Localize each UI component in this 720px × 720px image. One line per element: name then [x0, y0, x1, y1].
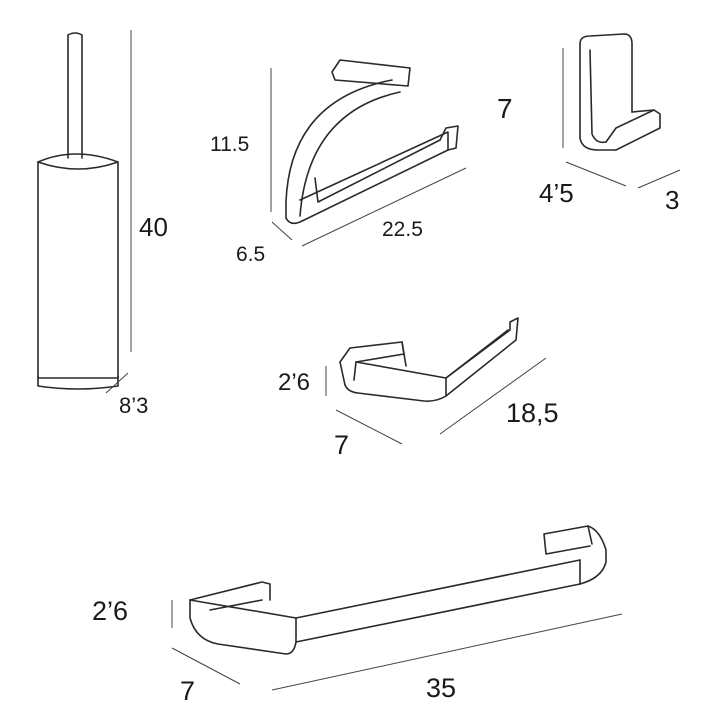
robe-hook-depth-label: 4’5 [539, 178, 574, 208]
towel-ring-dimension-lines [270, 68, 467, 247]
robe-hook-drawing [579, 33, 661, 151]
robe-hook-dimension-lines [562, 48, 681, 189]
paper-holder-width-line [439, 357, 547, 435]
towel-bar-width-label: 35 [426, 673, 456, 703]
paper-holder-depth-label: 7 [334, 430, 349, 460]
towel-bar-right-plate [543, 525, 593, 555]
robe-hook-tip-top [631, 109, 655, 113]
toilet-brush-dimension-lines [105, 30, 132, 394]
robe-hook-width-label: 3 [665, 185, 679, 215]
towel-ring-wall-plate [331, 59, 411, 87]
towel-ring-depth-line [271, 221, 293, 241]
towel-ring-width-line [301, 167, 467, 247]
towel-ring-end-cap [439, 125, 459, 151]
toilet-brush-holder-top [37, 161, 119, 170]
paper-holder-inner [353, 341, 447, 397]
towel-bar-depth-label: 7 [180, 676, 195, 706]
robe-hook-height-label: 7 [497, 93, 513, 124]
robe-hook-width-line [637, 169, 681, 189]
robe-hook-front [579, 43, 617, 151]
towel-bar-left-plate [189, 581, 271, 611]
toilet-brush-diameter-label: 8’3 [119, 393, 148, 418]
towel-ring-width-label: 22.5 [382, 218, 423, 241]
paper-holder-width-label: 18,5 [506, 398, 559, 428]
towel-ring-arc-outer [285, 79, 393, 219]
towel-bar-rail-top [189, 559, 581, 619]
paper-holder-drawing [339, 317, 519, 402]
paper-holder-dimension-lines [325, 357, 547, 445]
towel-ring-drawing [285, 59, 459, 225]
towel-ring-arc-inner [299, 91, 401, 217]
toilet-brush-holder [37, 153, 119, 379]
toilet-brush-diameter-line [105, 372, 129, 394]
robe-hook-tip [605, 109, 661, 151]
towel-bar-drawing [189, 525, 607, 655]
toilet-brush-height-label: 40 [139, 212, 168, 242]
towel-bar-rail-bottom [295, 583, 581, 643]
towel-ring-depth-label: 6.5 [236, 243, 265, 266]
robe-hook-inner [589, 49, 607, 144]
robe-hook-depth-line [565, 161, 627, 187]
paper-holder-inner-bar [445, 329, 509, 379]
towel-ring-height-label: 11.5 [210, 133, 249, 156]
towel-ring-inner-slot [314, 139, 441, 203]
towel-bar-dimension-lines [171, 600, 623, 691]
toilet-brush-base [37, 375, 119, 390]
paper-holder-height-label: 2’6 [278, 369, 310, 396]
paper-holder-top-edge [339, 341, 447, 379]
towel-ring-bottom-bar [285, 131, 449, 225]
paper-holder-outer [339, 317, 519, 402]
toilet-brush-drawing [37, 32, 119, 390]
towel-bar-right-support [579, 525, 607, 585]
paper-holder-depth-line [335, 409, 403, 445]
towel-bar-width-line [271, 613, 623, 691]
towel-bar-depth-line [171, 647, 241, 685]
towel-bar-left-support [189, 599, 297, 655]
robe-hook-back [579, 33, 633, 113]
towel-bar-height-label: 2’6 [92, 596, 128, 626]
toilet-brush-handle [67, 32, 83, 159]
